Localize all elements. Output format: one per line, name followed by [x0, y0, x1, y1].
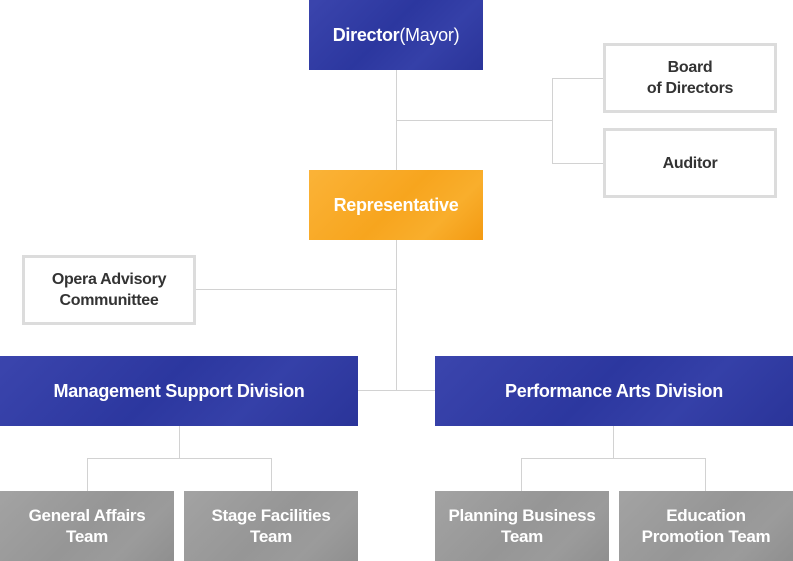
director-box[interactable]: Director(Mayor) — [309, 0, 483, 70]
stage-facilities-team-box[interactable]: Stage Facilities Team — [184, 491, 358, 561]
planning-business-line2: Team — [501, 527, 543, 546]
general-affairs-line1: General Affairs — [28, 506, 146, 525]
board-label-line2: of Directors — [646, 80, 734, 97]
connector-management-teams — [87, 458, 272, 459]
connector-auditor — [552, 163, 604, 164]
performance-arts-division-box[interactable]: Performance Arts Division — [435, 356, 793, 426]
connector-education-promotion — [705, 458, 706, 491]
connector-divisions — [357, 390, 435, 391]
opera-advisory-committee-box[interactable]: Opera Advisory Communittee — [22, 255, 196, 325]
connector-performance-down — [613, 426, 614, 458]
planning-business-line1: Planning Business — [448, 506, 596, 525]
performance-division-label: Performance Arts Division — [505, 380, 723, 401]
connector-to-board-group — [396, 120, 552, 121]
director-sub-label: (Mayor) — [399, 24, 460, 45]
connector-general-affairs — [87, 458, 88, 491]
general-affairs-line2: Team — [66, 527, 108, 546]
education-promotion-line1: Education — [666, 506, 746, 525]
stage-facilities-line1: Stage Facilities — [211, 506, 331, 525]
stage-facilities-line2: Team — [250, 527, 292, 546]
connector-planning-business — [521, 458, 522, 491]
education-promotion-team-box[interactable]: Education Promotion Team — [619, 491, 793, 561]
connector-board — [552, 78, 604, 79]
connector-board-auditor-bracket — [552, 78, 553, 163]
planning-business-team-box[interactable]: Planning Business Team — [435, 491, 609, 561]
connector-management-down — [179, 426, 180, 458]
connector-stage-facilities — [271, 458, 272, 491]
management-support-division-box[interactable]: Management Support Division — [0, 356, 358, 426]
board-of-directors-box[interactable]: Board of Directors — [603, 43, 777, 113]
representative-box[interactable]: Representative — [309, 170, 483, 240]
advisory-label-line1: Opera Advisory — [51, 271, 167, 288]
general-affairs-team-box[interactable]: General Affairs Team — [0, 491, 174, 561]
director-label: Director — [332, 24, 400, 45]
management-division-label: Management Support Division — [53, 380, 305, 401]
representative-label: Representative — [333, 194, 459, 215]
auditor-box[interactable]: Auditor — [603, 128, 777, 198]
board-label-line1: Board — [667, 59, 713, 76]
connector-advisory — [195, 289, 396, 290]
education-promotion-line2: Promotion Team — [641, 527, 771, 546]
connector-performance-teams — [521, 458, 706, 459]
auditor-label: Auditor — [662, 154, 718, 172]
advisory-label-line2: Communittee — [59, 292, 159, 309]
